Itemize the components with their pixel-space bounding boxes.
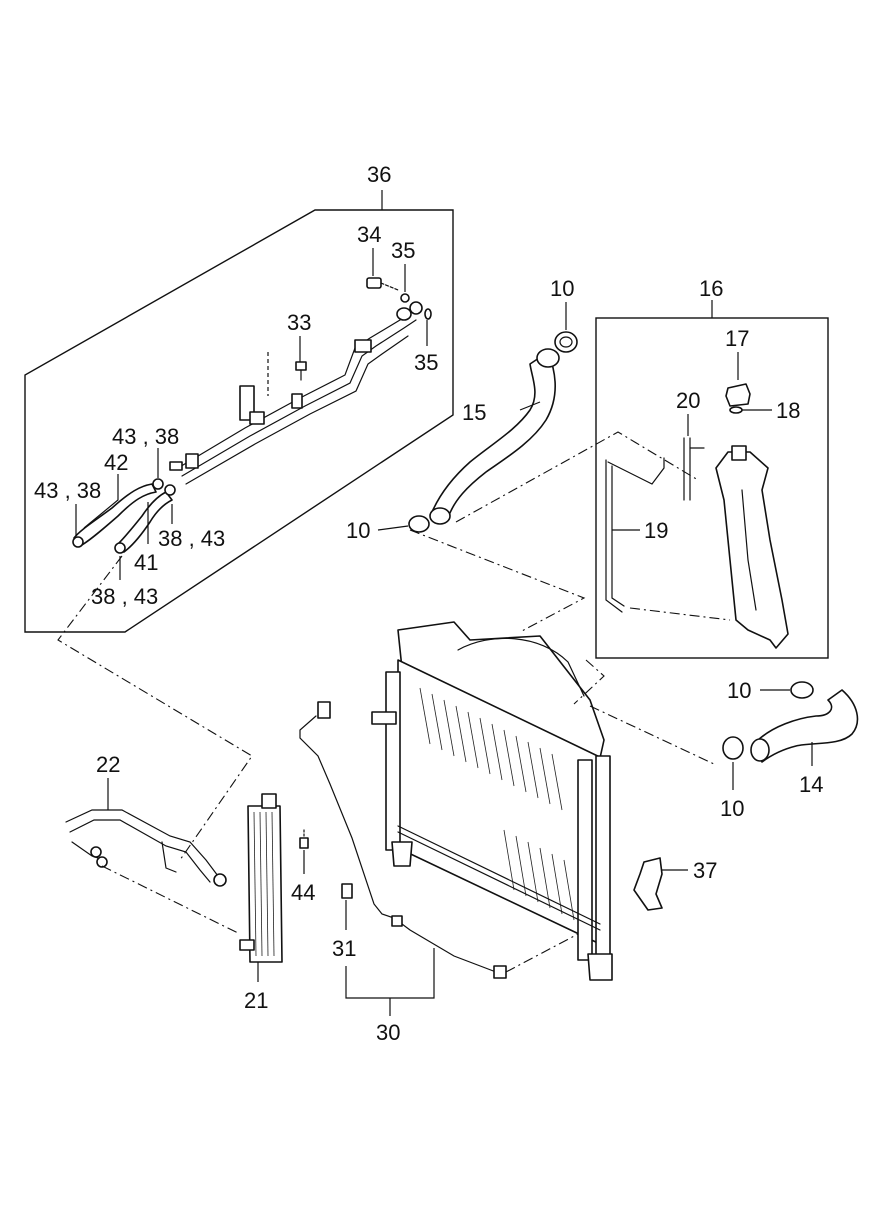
reservoir-cap-17 (725, 383, 751, 407)
callout-42: 42 (104, 450, 128, 475)
hose-41 (117, 491, 173, 553)
callout-38-43-bottom: 38 , 43 (91, 584, 158, 609)
washer-35-lower (424, 308, 432, 320)
callout-10-right-lower: 10 (720, 796, 744, 821)
callout-43-38-left: 43 , 38 (34, 478, 101, 503)
callout-36: 36 (367, 162, 391, 187)
radiator-core-fins (419, 687, 575, 921)
washer-35-upper (400, 293, 410, 303)
callout-22: 22 (96, 752, 120, 777)
callout-44: 44 (291, 880, 315, 905)
reservoir-tank (715, 445, 789, 649)
clamp-10-upper (554, 331, 578, 353)
callout-labels: 36 34 35 35 33 43 , 38 42 43 , 38 38 , 4… (34, 162, 823, 1045)
group-16-frame (595, 300, 829, 659)
callout-14: 14 (799, 772, 823, 797)
callout-19: 19 (644, 518, 668, 543)
callout-43-38-top: 43 , 38 (112, 424, 179, 449)
clamp-10-right-upper (790, 681, 814, 699)
callout-31: 31 (332, 936, 356, 961)
callout-34: 34 (357, 222, 381, 247)
oring-18 (729, 406, 743, 414)
lower-hose-14 (750, 689, 859, 763)
callout-leaders (75, 248, 813, 1016)
overflow-hose-19 (605, 457, 731, 621)
callout-18: 18 (776, 398, 800, 423)
bolt-34 (366, 277, 399, 291)
clamp-10-lower-left (408, 515, 430, 533)
callout-21: 21 (244, 988, 268, 1013)
callout-10-left: 10 (346, 518, 370, 543)
callout-33: 33 (287, 310, 311, 335)
hose-42 (73, 483, 157, 547)
hose-20 (683, 437, 705, 501)
callout-35-upper: 35 (391, 238, 415, 263)
bolt-44 (299, 829, 309, 849)
callout-10-right-upper: 10 (727, 678, 751, 703)
group-36-frame (24, 190, 454, 633)
oil-cooler-21 (239, 793, 283, 963)
callout-35-lower: 35 (414, 350, 438, 375)
bracket-37 (633, 857, 663, 911)
switch-31 (341, 883, 353, 899)
clamp-38-43-right (164, 484, 176, 496)
callout-38-43-right: 38 , 43 (158, 526, 225, 551)
callout-30: 30 (376, 1020, 400, 1045)
upper-hose-15 (429, 348, 560, 525)
callout-17: 17 (725, 326, 749, 351)
callout-15: 15 (462, 400, 486, 425)
callout-10-top: 10 (550, 276, 574, 301)
clamp-43-38-left (72, 536, 84, 548)
oil-cooler-pipes (169, 301, 423, 485)
radiator-assembly (371, 621, 613, 981)
clamp-10-right-lower (722, 736, 744, 760)
wiring-30 (299, 701, 507, 979)
callout-16: 16 (699, 276, 723, 301)
callout-20: 20 (676, 388, 700, 413)
clamp-43-38-top (152, 478, 164, 490)
clamp-38-43-bottom (114, 542, 126, 554)
callout-41: 41 (134, 550, 158, 575)
bolt-33 (295, 361, 307, 381)
cooler-pipes-22 (65, 809, 227, 887)
callout-37: 37 (693, 858, 717, 883)
dashed-leaders (57, 431, 715, 973)
